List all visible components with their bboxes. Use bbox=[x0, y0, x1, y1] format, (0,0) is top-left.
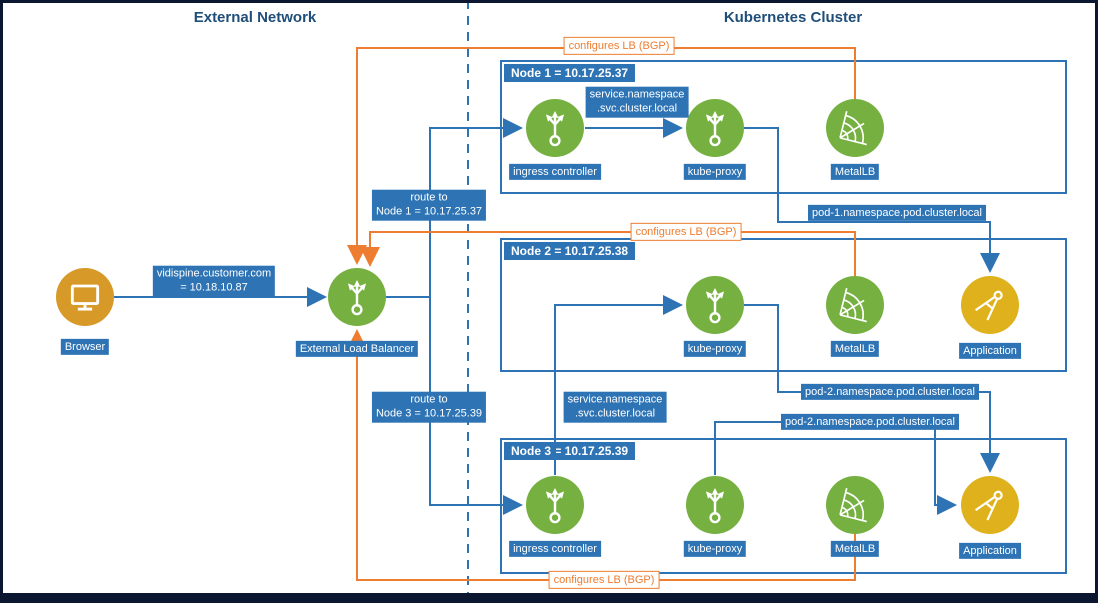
edge-label-bgp-top: configures LB (BGP) bbox=[563, 36, 675, 56]
label-node2-application: Application bbox=[959, 342, 1021, 360]
node3-application-node bbox=[961, 476, 1019, 534]
edge-label-bgp-bottom: configures LB (BGP) bbox=[548, 570, 660, 590]
edge-elb-to-node3-ingress bbox=[429, 297, 523, 515]
label-node3-ingress: ingress controller bbox=[509, 540, 601, 558]
title-external-network: External Network bbox=[193, 9, 317, 26]
node2-metallb-node bbox=[826, 276, 884, 334]
metallb-web-icon bbox=[839, 287, 867, 323]
load-balancer-icon bbox=[705, 287, 725, 324]
edge-label-route-node1-line1: route to bbox=[410, 191, 448, 204]
load-balancer-icon bbox=[705, 110, 725, 147]
edge-label-pod2-lower: pod-2.namespace.pod.cluster.local bbox=[781, 413, 959, 431]
edge-label-dns-line2: = 10.18.10.87 bbox=[180, 282, 248, 294]
edge-label-service-node1-line2: .svc.cluster.local bbox=[596, 103, 678, 115]
edge-node1-kubeproxy-to-node2-app bbox=[744, 127, 1000, 273]
edge-label-service-node1-line1: service.namespace bbox=[589, 88, 685, 101]
metallb-web-icon bbox=[839, 110, 867, 146]
edge-metallb2-to-elb-bgp bbox=[360, 231, 856, 277]
edge-metallb3-to-elb-bgp bbox=[347, 329, 856, 581]
load-balancer-icon bbox=[347, 279, 367, 316]
load-balancer-icon bbox=[545, 110, 565, 147]
application-compass-icon bbox=[974, 490, 1003, 521]
edge-label-dns: vidispine.customer.com = 10.18.10.87 bbox=[152, 265, 276, 297]
node2-kube-proxy-node bbox=[686, 276, 744, 334]
label-node1-ingress: ingress controller bbox=[509, 163, 601, 181]
label-node3-application: Application bbox=[959, 542, 1021, 560]
title-kubernetes-cluster: Kubernetes Cluster bbox=[723, 9, 863, 26]
label-node2-metallb: MetalLB bbox=[830, 340, 880, 358]
edge-label-route-node3-line1: route to bbox=[410, 393, 448, 406]
node2-application-node bbox=[961, 276, 1019, 334]
edge-label-route-node3: route to Node 3 = 10.17.25.39 bbox=[371, 391, 487, 423]
node3-title: Node 3 = 10.17.25.39 bbox=[504, 442, 636, 460]
browser-node bbox=[56, 268, 114, 326]
node2-title: Node 2 = 10.17.25.38 bbox=[504, 242, 636, 260]
edge-label-route-node1-line2: Node 1 = 10.17.25.37 bbox=[375, 206, 483, 218]
label-node3-metallb: MetalLB bbox=[830, 540, 880, 558]
label-external-load-balancer: External Load Balancer bbox=[295, 340, 419, 358]
edge-label-pod1: pod-1.namespace.pod.cluster.local bbox=[808, 204, 986, 222]
edge-label-route-node3-line2: Node 3 = 10.17.25.39 bbox=[375, 408, 483, 420]
node1-kube-proxy-node bbox=[686, 99, 744, 157]
application-compass-icon bbox=[974, 290, 1003, 321]
label-node3-kubeproxy: kube-proxy bbox=[683, 540, 747, 558]
external-load-balancer-node bbox=[328, 268, 386, 326]
label-node1-metallb: MetalLB bbox=[830, 163, 880, 181]
node3-box: Node 3 = 10.17.25.39 bbox=[500, 438, 1067, 574]
node3-kube-proxy-node bbox=[686, 476, 744, 534]
label-browser: Browser bbox=[60, 338, 110, 356]
load-balancer-icon bbox=[705, 487, 725, 524]
edge-label-service-node3: service.namespace .svc.cluster.local bbox=[563, 391, 667, 423]
node1-metallb-node bbox=[826, 99, 884, 157]
label-node1-kubeproxy: kube-proxy bbox=[683, 163, 747, 181]
label-node2-kubeproxy: kube-proxy bbox=[683, 340, 747, 358]
edge-node3-ingress-to-node2-kubeproxy bbox=[554, 295, 683, 475]
edge-label-pod2-upper: pod-2.namespace.pod.cluster.local bbox=[801, 383, 979, 401]
edge-label-service-node3-line2: .svc.cluster.local bbox=[574, 408, 656, 420]
edge-label-service-node1: service.namespace .svc.cluster.local bbox=[585, 86, 689, 118]
load-balancer-icon bbox=[545, 487, 565, 524]
edge-label-service-node3-line1: service.namespace bbox=[567, 393, 663, 406]
edge-metallb1-to-elb-bgp bbox=[347, 47, 856, 265]
monitor-icon bbox=[70, 284, 100, 311]
edge-label-dns-line1: vidispine.customer.com bbox=[156, 267, 272, 280]
edge-node2-kubeproxy-to-node3-app bbox=[744, 304, 1000, 473]
metallb-web-icon bbox=[839, 487, 867, 523]
node3-ingress-controller-node bbox=[526, 476, 584, 534]
node2-box: Node 2 = 10.17.25.38 bbox=[500, 238, 1067, 372]
edge-label-bgp-middle: configures LB (BGP) bbox=[630, 222, 742, 242]
node1-ingress-controller-node bbox=[526, 99, 584, 157]
edge-label-route-node1: route to Node 1 = 10.17.25.37 bbox=[371, 189, 487, 221]
node1-title: Node 1 = 10.17.25.37 bbox=[504, 64, 636, 82]
node3-metallb-node bbox=[826, 476, 884, 534]
